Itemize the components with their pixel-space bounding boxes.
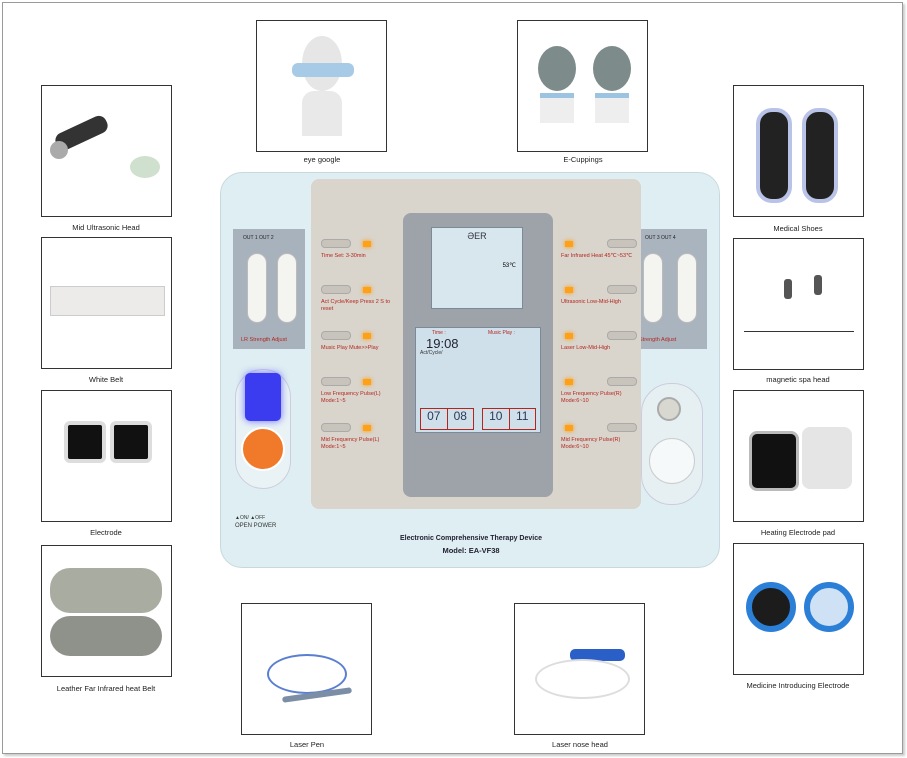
control-label: Mid Frequency Pulse(R) Mode:6~10 — [561, 437, 621, 450]
medical-shoes-image — [733, 85, 864, 217]
control-label: Mid Frequency Pulse(L) Mode:1~5 — [321, 437, 380, 450]
out3-strength-slider[interactable] — [643, 253, 663, 323]
device-title: Electronic Comprehensive Therapy Device — [400, 535, 542, 542]
l-control-button[interactable] — [321, 285, 351, 294]
output-3: 10 — [489, 409, 503, 423]
out1-strength-slider[interactable] — [247, 253, 267, 323]
right-strength-panel: OUT 3 OUT 4 Strength Adjust — [635, 229, 707, 349]
caption: Laser Pen — [289, 740, 325, 749]
led-indicator — [363, 425, 371, 431]
caption: Heating Electrode pad — [760, 528, 836, 537]
l-control-button[interactable] — [321, 239, 351, 248]
blue-light-indicator — [245, 373, 281, 421]
r-control-button[interactable] — [607, 285, 637, 294]
ultrasonic-port — [649, 438, 695, 484]
ultrasonic-button[interactable] — [657, 397, 681, 421]
main-lcd: Time : 19:08 Music Play : Act/Cycle/ 07 … — [415, 327, 541, 433]
caption: Laser nose head — [552, 740, 608, 749]
l-control-button[interactable] — [321, 331, 351, 340]
caption: Electrode — [90, 528, 122, 537]
laser-pen-image — [241, 603, 372, 735]
electrode-image — [41, 390, 172, 522]
e-cuppings-image — [517, 20, 648, 152]
top-lcd: ƏER 53℃ — [431, 227, 523, 309]
eye-google-image — [256, 20, 387, 152]
l-control-button[interactable] — [321, 377, 351, 386]
led-indicator — [363, 333, 371, 339]
led-indicator — [363, 241, 371, 247]
led-indicator — [565, 287, 573, 293]
l-control-button[interactable] — [321, 423, 351, 432]
out2-strength-slider[interactable] — [277, 253, 297, 323]
control-label: Far Infrared Heat 45℃~53℃ — [561, 253, 633, 259]
mid-ultrasonic-head-image — [41, 85, 172, 217]
caption: White Belt — [88, 375, 124, 384]
r-control-button[interactable] — [607, 423, 637, 432]
caption: Mid Ultrasonic Head — [72, 223, 140, 232]
control-label: Low Frequency Pulse(R) Mode:6~10 — [561, 391, 622, 404]
control-label: Low Frequency Pulse(L) Mode:1~5 — [321, 391, 381, 404]
output-2: 08 — [446, 409, 474, 429]
led-indicator — [565, 333, 573, 339]
led-indicator — [565, 425, 573, 431]
r-control-button[interactable] — [607, 377, 637, 386]
led-indicator — [565, 241, 573, 247]
control-label: Ultrasonic Low-Mid-High — [561, 299, 621, 305]
device-model: Model: EA-VF38 — [442, 546, 500, 555]
heating-pad-image — [733, 390, 864, 522]
caption: magnetic spa head — [766, 375, 830, 384]
leather-belt-image — [41, 545, 172, 677]
r-control-button[interactable] — [607, 331, 637, 340]
caption: Medical Shoes — [773, 224, 823, 233]
led-indicator — [565, 379, 573, 385]
control-label: Laser Low-Mid-High — [561, 345, 611, 351]
therapy-device: OUT 1 OUT 2 LR Strength Adjust OUT 3 OUT… — [220, 172, 720, 568]
caption: E-Cuppings — [563, 155, 603, 164]
caption: Leather Far Infrared heat Belt — [56, 684, 156, 693]
led-indicator — [363, 379, 371, 385]
power-button[interactable] — [241, 427, 285, 471]
output-4: 11 — [508, 409, 536, 429]
caption: Medicine Introducing Electrode — [746, 681, 850, 690]
r-control-button[interactable] — [607, 239, 637, 248]
white-belt-image — [41, 237, 172, 369]
left-strength-panel: OUT 1 OUT 2 LR Strength Adjust — [233, 229, 305, 349]
caption: eye google — [303, 155, 341, 164]
medicine-electrode-image — [733, 543, 864, 675]
control-label: Music Play Mute>>Play — [321, 345, 379, 351]
output-1: 07 — [427, 409, 441, 423]
magnetic-spa-head-image — [733, 238, 864, 370]
control-label: Act Cycle/Keep Press 2 S to reset — [321, 299, 391, 312]
control-label: Time Set: 3-30min — [321, 253, 366, 259]
out4-strength-slider[interactable] — [677, 253, 697, 323]
led-indicator — [363, 287, 371, 293]
laser-nose-head-image — [514, 603, 645, 735]
